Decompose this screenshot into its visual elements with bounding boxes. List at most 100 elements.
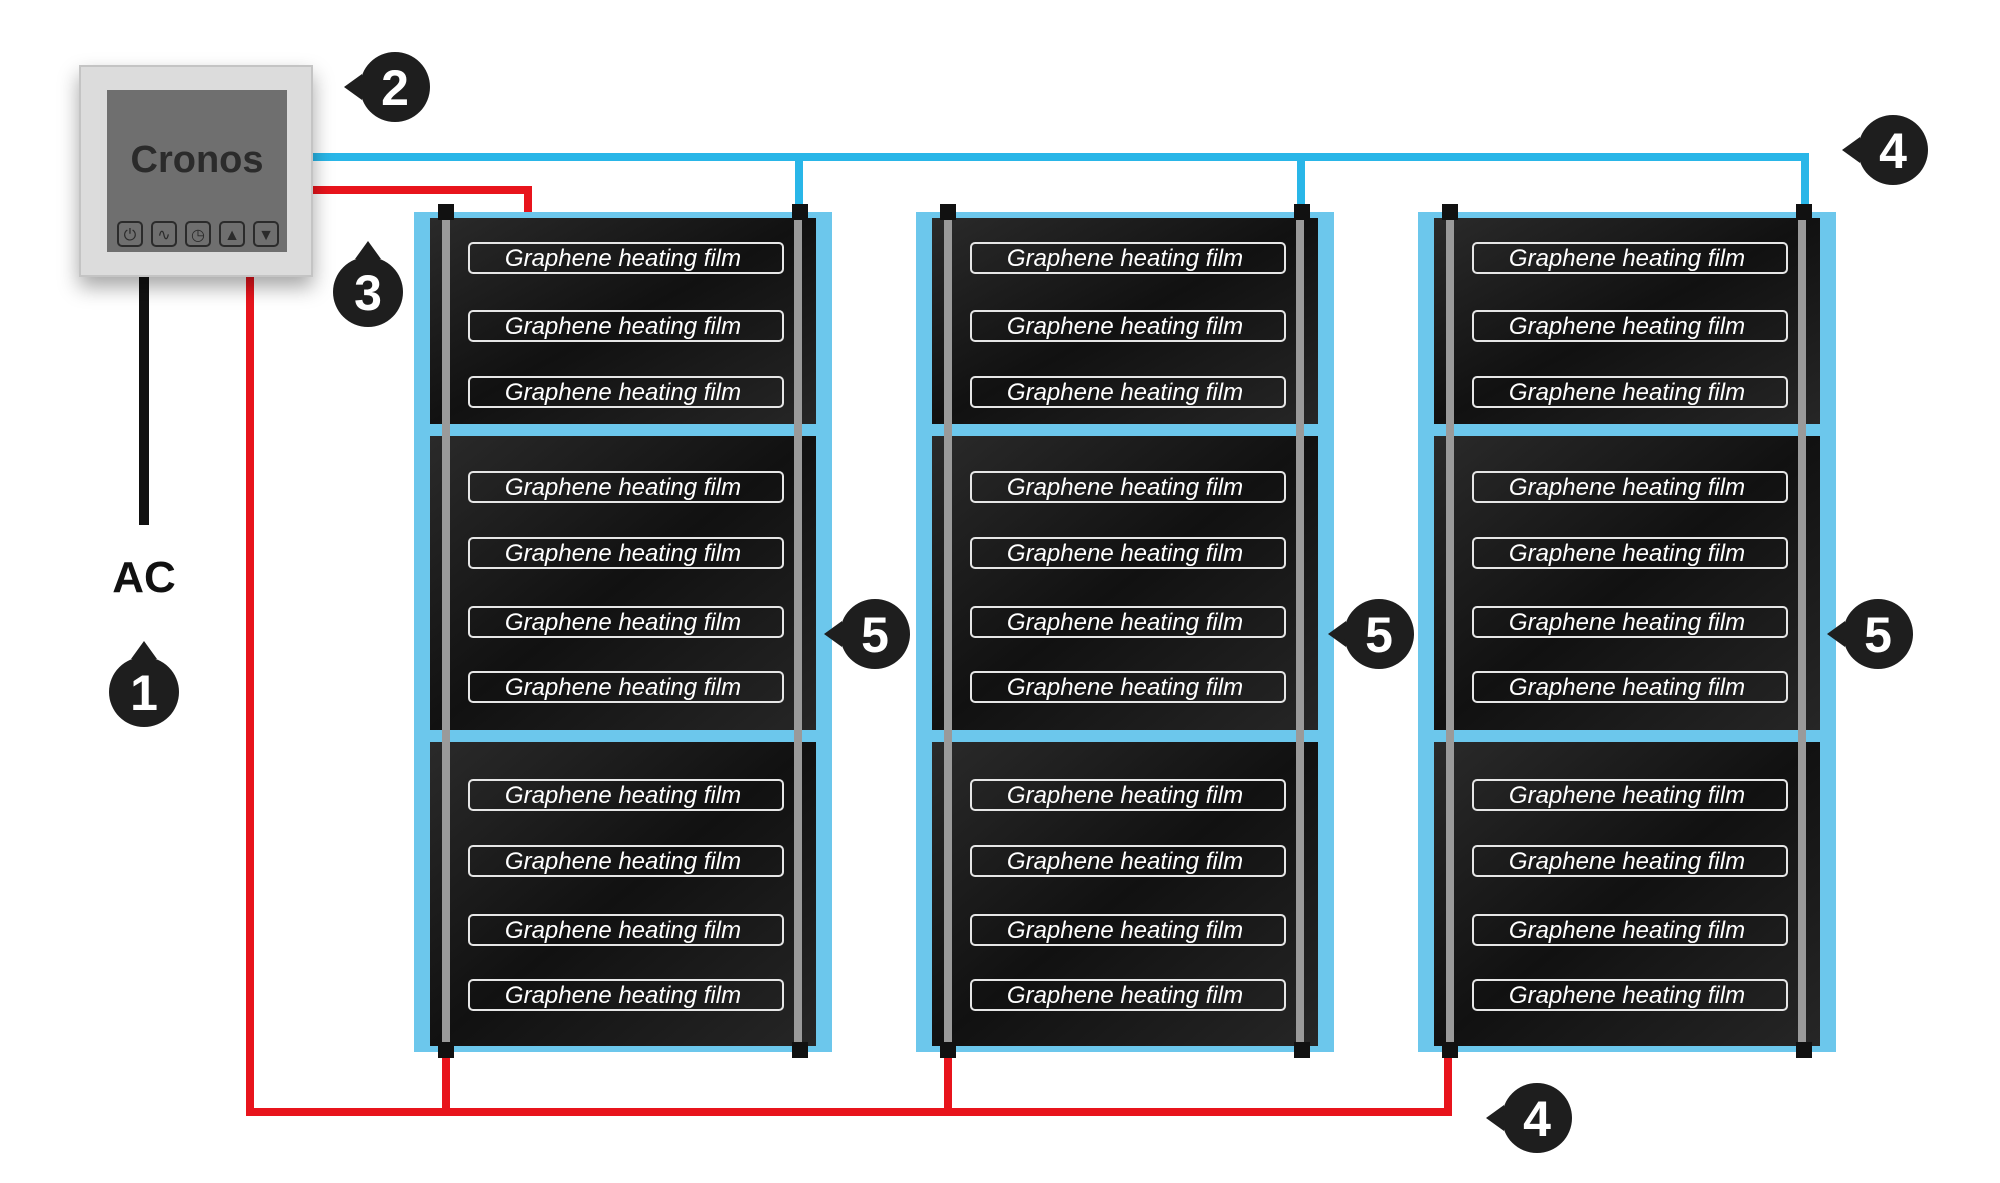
arrow-down-icon: ▼: [258, 227, 274, 244]
film-label-box: [468, 979, 784, 1011]
pointer-arrow: [131, 641, 157, 659]
bus-bar-right: [1798, 220, 1806, 1044]
film-label: Graphene heating film: [1007, 313, 1243, 340]
film-label: Graphene heating film: [505, 674, 741, 701]
badge-circle: [1344, 599, 1414, 669]
film-label: Graphene heating film: [1007, 609, 1243, 636]
film-label: Graphene heating film: [1007, 540, 1243, 567]
pointer-arrow: [1827, 621, 1845, 647]
callout-badge-5: 5: [1827, 599, 1913, 669]
film-section: [932, 218, 1318, 424]
connector: [940, 204, 956, 220]
connector: [1796, 1042, 1812, 1058]
film-label: Graphene heating film: [1509, 782, 1745, 809]
film-label: Graphene heating film: [1007, 674, 1243, 701]
connector: [1796, 204, 1812, 220]
film-label: Graphene heating film: [505, 848, 741, 875]
film-label: Graphene heating film: [505, 609, 741, 636]
thermostat-buttons: ⏻∿◷▲▼: [117, 221, 279, 247]
film-label-box: [468, 606, 784, 638]
film-section: [430, 436, 816, 730]
film-label: Graphene heating film: [1007, 474, 1243, 501]
badge-number: 4: [1523, 1091, 1551, 1147]
pointer-arrow: [355, 241, 381, 259]
film-label: Graphene heating film: [1509, 982, 1745, 1009]
film-label-box: [1472, 537, 1788, 569]
film-label-box: [1472, 242, 1788, 274]
film-label-box: [1472, 779, 1788, 811]
badge-circle: [333, 257, 403, 327]
film-label: Graphene heating film: [1007, 379, 1243, 406]
connector: [438, 204, 454, 220]
film-section: [430, 218, 816, 424]
film-section: [1434, 436, 1820, 730]
callout-badge-5: 5: [824, 599, 910, 669]
film-label: Graphene heating film: [1509, 917, 1745, 944]
film-label: Graphene heating film: [505, 540, 741, 567]
connector: [1442, 204, 1458, 220]
film-label: Graphene heating film: [1509, 674, 1745, 701]
badge-circle: [109, 657, 179, 727]
arrow-down-button[interactable]: [253, 221, 279, 247]
film-label-box: [970, 671, 1286, 703]
film-label: Graphene heating film: [1007, 245, 1243, 272]
film-label: Graphene heating film: [1007, 982, 1243, 1009]
film-label-box: [1472, 979, 1788, 1011]
bus-bar-left: [944, 220, 952, 1044]
film-section: [1434, 218, 1820, 424]
mode-icon: ∿: [157, 227, 170, 244]
connector: [1294, 204, 1310, 220]
film-label-box: [1472, 376, 1788, 408]
film-label-box: [1472, 845, 1788, 877]
badge-circle: [1502, 1083, 1572, 1153]
film-label: Graphene heating film: [1509, 313, 1745, 340]
arrow-up-button[interactable]: [219, 221, 245, 247]
film-label: Graphene heating film: [1509, 609, 1745, 636]
power-icon: ⏻: [124, 227, 137, 244]
film-label: Graphene heating film: [505, 379, 741, 406]
film-label-box: [970, 845, 1286, 877]
film-section: [932, 436, 1318, 730]
film-label-box: [468, 376, 784, 408]
badge-number: 4: [1879, 123, 1907, 179]
film-label-box: [1472, 671, 1788, 703]
film-section: [430, 742, 816, 1046]
film-label-box: [468, 779, 784, 811]
connector: [1442, 1042, 1458, 1058]
callout-badge-3: 3: [333, 241, 403, 327]
film-section: [932, 742, 1318, 1046]
film-label-box: [970, 914, 1286, 946]
film-label-box: [468, 537, 784, 569]
power-button[interactable]: [117, 221, 143, 247]
pointer-arrow: [1842, 137, 1860, 163]
connector: [438, 1042, 454, 1058]
film-label: Graphene heating film: [505, 474, 741, 501]
thermostat-brand: Cronos: [131, 139, 264, 181]
film-label: Graphene heating film: [505, 313, 741, 340]
film-label: Graphene heating film: [505, 782, 741, 809]
mode-button[interactable]: [151, 221, 177, 247]
badge-number: 1: [130, 665, 158, 721]
film-label-box: [468, 242, 784, 274]
callout-badge-1: 1: [109, 641, 179, 727]
hot-wire-main: [246, 276, 1452, 1116]
badge-number: 3: [354, 265, 382, 321]
bus-bar-right: [794, 220, 802, 1044]
bus-bar-right: [1296, 220, 1304, 1044]
film-label-box: [1472, 310, 1788, 342]
film-label-box: [1472, 471, 1788, 503]
pointer-arrow: [1328, 621, 1346, 647]
film-label: Graphene heating film: [1007, 782, 1243, 809]
badge-number: 5: [1864, 607, 1892, 663]
pointer-arrow: [344, 74, 362, 100]
film-label-box: [468, 471, 784, 503]
film-label-box: [468, 671, 784, 703]
film-label-box: [970, 979, 1286, 1011]
clock-button[interactable]: [185, 221, 211, 247]
badge-circle: [1858, 115, 1928, 185]
connector: [940, 1042, 956, 1058]
